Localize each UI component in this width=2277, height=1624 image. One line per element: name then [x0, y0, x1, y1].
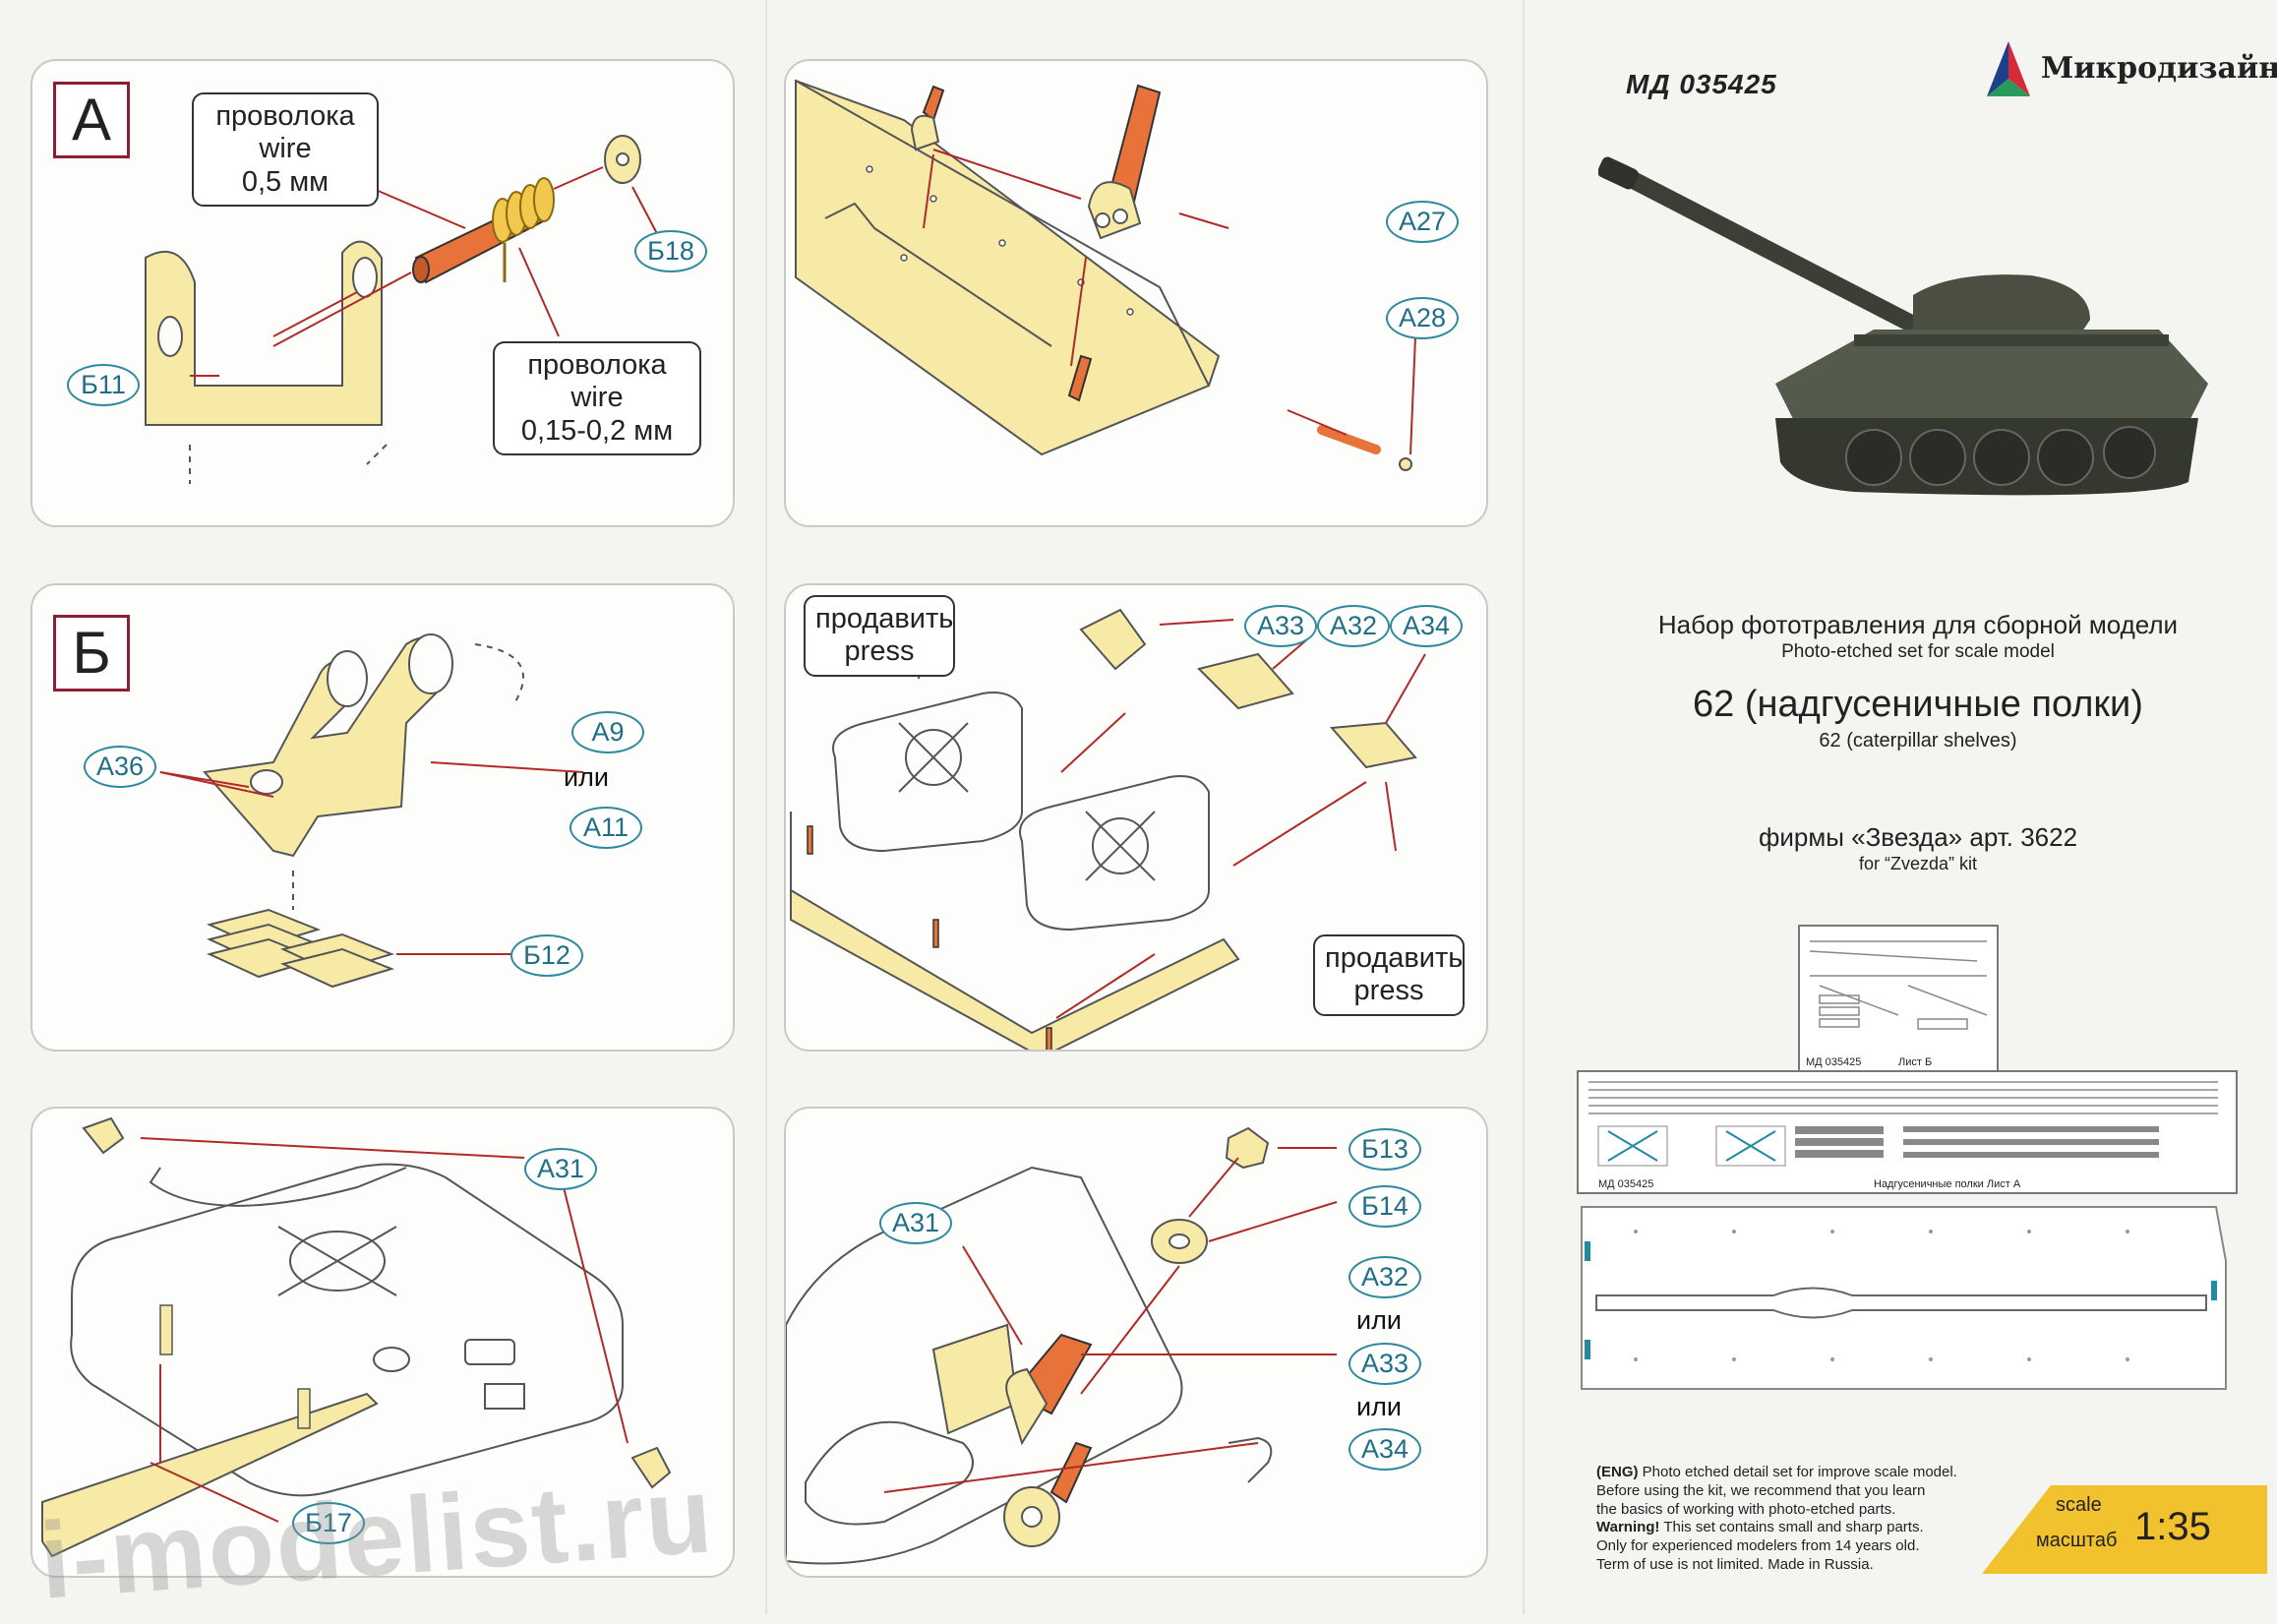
- panel-tank-straps: А31 Б17: [30, 1107, 735, 1578]
- or-text-2: или: [1356, 1392, 1402, 1421]
- wire-callout-015: проволока wire 0,15-0,2 мм: [493, 341, 701, 456]
- part-label-a9: А9: [571, 711, 644, 753]
- panel-2-drawing: [795, 79, 1416, 471]
- panel-a: А проволока wire 0,5 мм проволока wire 0…: [30, 59, 735, 527]
- wire1-size: 0,5 мм: [241, 165, 330, 198]
- disclaimer-line5: Only for experienced modelers from 14 ye…: [1596, 1537, 1920, 1554]
- part-label-a31-b: А31: [879, 1202, 952, 1244]
- part-label-a27: А27: [1386, 201, 1459, 243]
- pe-sheet-large-parts: [1588, 1081, 2218, 1167]
- part-label-a28: А28: [1386, 297, 1459, 339]
- wire2-en: wire: [570, 382, 624, 414]
- title-en: Photo-etched set for scale model: [1781, 641, 2055, 662]
- or-text: или: [564, 762, 609, 792]
- press2-ru: продавить: [1325, 942, 1464, 974]
- press1-en: press: [844, 635, 915, 668]
- wire1-ru: проволока: [215, 100, 355, 132]
- brand-logo: [1979, 39, 2038, 98]
- pe-sheet-small: МД 035425 Лист Б: [1798, 925, 1999, 1074]
- large-sheet-code: МД 035425: [1598, 1178, 1654, 1190]
- press2-en: press: [1353, 975, 1424, 1007]
- model-en: 62 (caterpillar shelves): [1819, 730, 2017, 752]
- tank-photo: [1598, 156, 2208, 496]
- part-label-b13: Б13: [1348, 1128, 1421, 1171]
- header-code: МД 035425: [1626, 69, 1777, 99]
- panel-6-drawing: [786, 1126, 1338, 1565]
- scale-label-ru: масштаб: [2036, 1530, 2118, 1551]
- part-label-a33-b: А33: [1348, 1343, 1421, 1385]
- part-label-a31: А31: [524, 1148, 597, 1190]
- part-label-a33: А33: [1244, 605, 1317, 647]
- part-label-b18: Б18: [634, 230, 707, 272]
- disclaimer-line1: Photo etched detail set for improve scal…: [1642, 1464, 1957, 1480]
- wire1-en: wire: [259, 133, 312, 165]
- step-letter-a: А: [53, 82, 130, 158]
- scale-badge-shape: [1982, 1485, 2267, 1574]
- part-label-b11: Б11: [67, 364, 140, 406]
- wire2-size: 0,15-0,2 мм: [520, 414, 674, 447]
- press-callout-top: продавить press: [804, 595, 955, 677]
- part-label-a11: А11: [569, 807, 642, 849]
- panel-tanks-press: продавить press продавить press А33 А32 …: [784, 583, 1488, 1052]
- part-label-b14: Б14: [1348, 1185, 1421, 1228]
- scale-value: 1:35: [2134, 1505, 2211, 1548]
- small-sheet-code: МД 035425: [1806, 1056, 1862, 1068]
- press1-ru: продавить: [815, 603, 954, 634]
- pe-strip: [1581, 1206, 2227, 1390]
- kit-ru: фирмы «Звезда» арт. 3622: [1758, 822, 2078, 852]
- title-ru: Набор фототравления для сборной модели: [1657, 610, 2179, 639]
- panel-5-drawing: [41, 1116, 672, 1558]
- scale-badge: scale масштаб 1:35: [1972, 1480, 2267, 1579]
- small-sheet-label: Лист Б: [1898, 1056, 1933, 1068]
- press-callout-bottom: продавить press: [1313, 934, 1465, 1016]
- wire2-ru: проволока: [527, 349, 667, 381]
- brand-name: Микродизайн: [2041, 51, 2277, 86]
- disclaimer-line3: the basics of working with photo-etched …: [1596, 1500, 1896, 1518]
- part-label-b17: Б17: [292, 1502, 365, 1544]
- part-label-a32: А32: [1317, 605, 1390, 647]
- panel-b-drawing: [159, 633, 584, 989]
- brand-triangle-icon: [1987, 41, 2030, 96]
- disclaimer-tag: (ENG): [1596, 1464, 1639, 1480]
- disclaimer-line4: This set contains small and sharp parts.: [1663, 1519, 1924, 1536]
- part-label-a36: А36: [84, 746, 156, 788]
- wire-callout-05: проволока wire 0,5 мм: [192, 92, 379, 208]
- step-letter-b: Б: [53, 615, 130, 692]
- disclaimer-line6: Term of use is not limited. Made in Russ…: [1596, 1555, 1874, 1573]
- model-ru: 62 (надгусеничные полки): [1693, 684, 2143, 725]
- kit-en: for “Zvezda” kit: [1858, 854, 1978, 873]
- large-sheet-caption: Надгусеничные полки Лист А: [1874, 1178, 2021, 1190]
- scale-label-en: scale: [2056, 1494, 2102, 1516]
- part-label-b12: Б12: [510, 934, 583, 977]
- part-label-a34: А34: [1390, 605, 1463, 647]
- or-text-1: или: [1356, 1305, 1402, 1335]
- pe-sheet-small-parts: [1809, 940, 1988, 1030]
- disclaimer-line2: Before using the kit, we recommend that …: [1596, 1481, 1926, 1499]
- panel-shelf-brackets: А27 А28: [784, 59, 1488, 527]
- panel-4-drawing: [790, 608, 1426, 1050]
- panel-tank-mount: Б13 Б14 А31 А32 или А33 или А34: [784, 1107, 1488, 1578]
- part-label-a32-b: А32: [1348, 1256, 1421, 1298]
- disclaimer: (ENG) Photo etched detail set for improv…: [1596, 1464, 2029, 1575]
- disclaimer-warning: Warning!: [1596, 1519, 1660, 1536]
- panel-b: Б А36 А9 или А11 Б12: [30, 583, 735, 1052]
- pe-sheet-large: МД 035425 Надгусеничные полки Лист А: [1577, 1070, 2238, 1194]
- part-label-a34-b: А34: [1348, 1428, 1421, 1471]
- panel-a-drawing: [145, 135, 663, 484]
